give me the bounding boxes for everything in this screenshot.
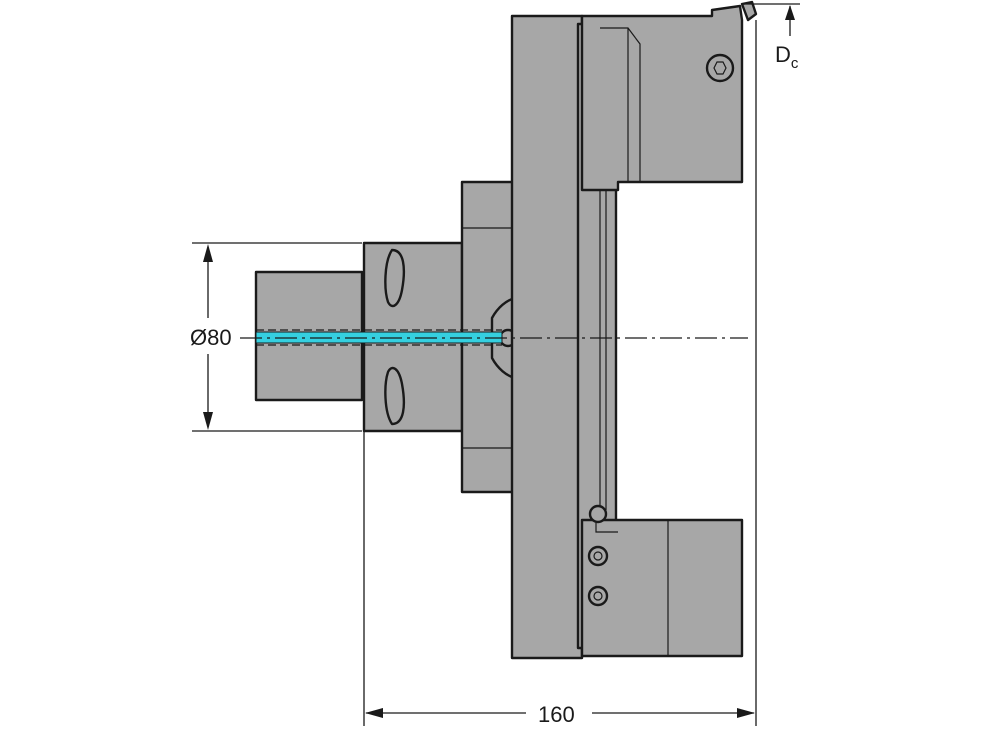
lower-cartridge <box>580 504 744 658</box>
diameter-label: Ø80 <box>190 325 232 350</box>
drive-slot-upper <box>384 248 406 308</box>
lower-screw-2-inner <box>593 591 603 601</box>
upper-cartridge <box>580 0 758 192</box>
diameter-arrow-bottom <box>203 412 213 430</box>
length-dimension: 160 <box>363 20 757 727</box>
length-label: 160 <box>538 702 575 727</box>
dc-label: Dc <box>775 42 799 72</box>
lower-screw-2 <box>587 585 609 607</box>
upper-cartridge-body <box>580 4 744 192</box>
length-arrow-left <box>365 708 383 718</box>
dc-reference: Dc <box>744 3 800 72</box>
cutting-insert <box>740 0 758 22</box>
lower-pin <box>588 504 608 524</box>
upper-screw-hex <box>713 61 727 75</box>
lower-screw-1-inner <box>593 551 603 561</box>
upper-cartridge-inner <box>600 27 641 182</box>
slide-plate <box>510 14 584 660</box>
lower-cartridge-divider <box>595 520 669 656</box>
diameter-arrow-top <box>203 244 213 262</box>
drive-slot-lower <box>384 366 406 426</box>
length-arrow-right <box>737 708 755 718</box>
lower-cartridge-body <box>580 518 744 658</box>
dc-arrow <box>785 5 795 20</box>
diameter-dimension: Ø80 <box>190 242 362 432</box>
lower-screw-1 <box>587 545 609 567</box>
upper-clamp-screw <box>705 53 735 83</box>
